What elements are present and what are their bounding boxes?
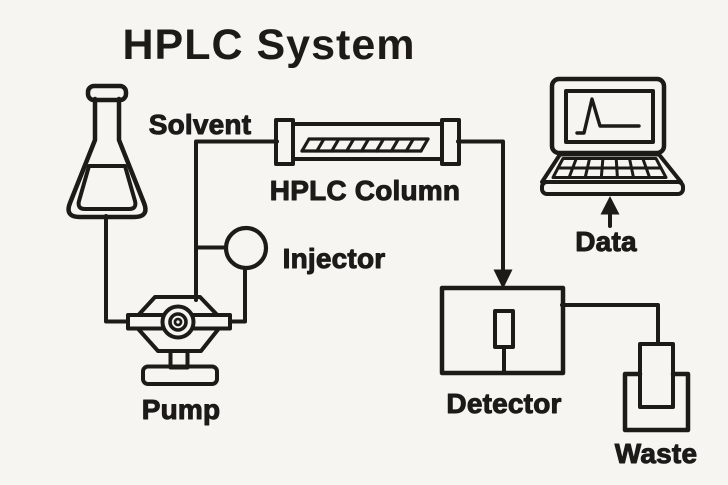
arrowhead-into-detector xyxy=(493,269,513,289)
solvent-label: Solvent xyxy=(149,109,252,140)
column-label: HPLC Column xyxy=(270,175,460,206)
waste-beaker xyxy=(622,371,691,433)
data-label: Data xyxy=(575,226,637,257)
column-left-cap xyxy=(274,118,295,166)
erlenmeyer-flask-icon xyxy=(66,83,148,220)
detector-label: Detector xyxy=(446,388,561,419)
laptop-keys-column-dividers xyxy=(567,157,652,179)
line-detector-to-waste xyxy=(560,303,660,345)
pump-rotor-center xyxy=(173,317,183,327)
line-pump-to-column xyxy=(194,139,279,302)
injector-label: Injector xyxy=(283,243,386,274)
pump-rotor-inner xyxy=(168,312,188,332)
line-flask-to-pump xyxy=(104,214,130,324)
pump-label: Pump xyxy=(142,394,221,425)
waste-container-icon xyxy=(622,342,691,433)
flow-lines xyxy=(104,139,660,345)
column-right-cap xyxy=(440,118,461,166)
laptop-chromatogram-icon xyxy=(540,76,685,196)
laptop-screen xyxy=(564,89,655,144)
line-column-to-detector xyxy=(456,139,505,273)
pump-base xyxy=(141,364,219,386)
line-injector-to-pump xyxy=(227,267,247,324)
packed-column-icon xyxy=(274,118,461,166)
laptop-keys-outline xyxy=(551,157,668,179)
page-title: HPLC System xyxy=(123,21,416,69)
injector-valve-icon xyxy=(223,225,269,271)
detector-flowcell-icon xyxy=(439,285,566,376)
flask-liquid xyxy=(76,164,138,211)
chromatogram-peak xyxy=(575,97,641,135)
detector-flow-cell xyxy=(493,309,515,349)
waste-tube xyxy=(638,342,675,409)
pump-icon xyxy=(126,295,232,386)
flask-lip xyxy=(85,83,129,103)
flask-body xyxy=(66,96,148,220)
arrowhead-into-laptop xyxy=(600,196,620,215)
column-hatching xyxy=(300,137,430,153)
laptop-base xyxy=(540,180,685,196)
waste-label: Waste xyxy=(615,438,697,469)
